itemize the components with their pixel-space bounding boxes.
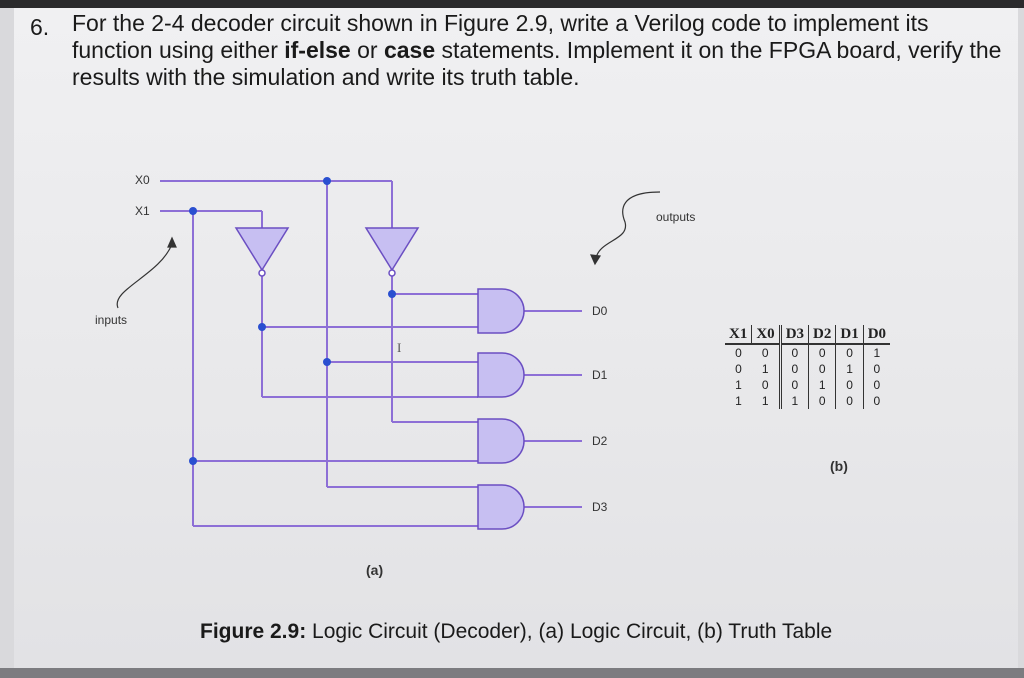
junction [323, 177, 331, 185]
outputs-arrow-head [590, 254, 602, 266]
table-cell: 1 [751, 393, 782, 409]
junction [388, 290, 396, 298]
table-row: 0 0 0 0 0 1 [725, 344, 890, 361]
and-gate-d1 [477, 352, 525, 398]
not-gate-x0 [364, 227, 420, 272]
and-gate-d3 [477, 484, 525, 530]
inputs-arrow-head [167, 236, 177, 248]
table-cell: 0 [751, 377, 782, 393]
cursor-i-beam-icon: I [397, 340, 401, 355]
and-gates [477, 288, 525, 530]
question-number: 6. [30, 14, 50, 40]
table-cell: 0 [735, 362, 742, 376]
top-edge [0, 0, 1024, 8]
keyword-case: case [383, 37, 436, 63]
figure-caption: Figure 2.9: Logic Circuit (Decoder), (a)… [200, 620, 832, 644]
question-text-part1: For the 2-4 decoder circuit shown in Fig… [72, 10, 929, 63]
col-d0: D0 [863, 325, 891, 345]
label-x1: X1 [135, 204, 150, 218]
table-cell: 0 [873, 378, 881, 392]
table-row: 0 1 0 0 1 0 [725, 361, 890, 377]
not-gate-x1 [234, 227, 290, 272]
table-cell: 1 [835, 361, 864, 377]
label-inputs: inputs [95, 313, 128, 327]
not-gates [234, 227, 420, 277]
keyword-if-else: if-else [284, 37, 351, 63]
table-cell: 0 [808, 344, 837, 361]
label-sub-a: (a) [366, 562, 384, 578]
table-cell: 0 [835, 344, 864, 361]
table-cell: 0 [835, 393, 864, 409]
and-gate-d2 [477, 418, 525, 464]
inputs-arrow [116, 243, 173, 309]
not-bubble-x1 [258, 269, 266, 277]
table-cell: 0 [780, 361, 810, 377]
col-d1: D1 [835, 325, 864, 345]
col-x0: X0 [751, 325, 782, 345]
table-row: 1 1 1 0 0 0 [725, 393, 890, 409]
question-text-part2: or [350, 37, 384, 63]
junction [258, 323, 266, 331]
table-cell: 0 [808, 361, 837, 377]
circuit-wires [160, 180, 582, 527]
table-cell: 0 [780, 377, 810, 393]
label-outputs: outputs [656, 210, 696, 224]
table-cell: 0 [873, 394, 881, 408]
label-d0: D0 [592, 304, 608, 318]
table-cell: 1 [735, 394, 742, 408]
caption-text: Logic Circuit (Decoder), (a) Logic Circu… [306, 620, 833, 643]
table-cell: 0 [735, 346, 742, 360]
outputs-arrow [595, 191, 661, 259]
bottom-edge [0, 668, 1024, 678]
junction [323, 358, 331, 366]
label-d2: D2 [592, 434, 608, 448]
table-row: 1 0 0 1 0 0 [725, 377, 890, 393]
table-cell: 0 [751, 344, 782, 361]
col-d3: D3 [780, 325, 810, 345]
label-d3: D3 [592, 500, 608, 514]
table-cell: 1 [808, 377, 837, 393]
junction [189, 457, 197, 465]
truth-table-header: X1 X0 D3 D2 D1 D0 [725, 325, 891, 345]
caption-figure-number: Figure 2.9: [200, 620, 307, 643]
table-cell: 1 [780, 393, 810, 409]
truth-table: X1 X0 D3 D2 D1 D0 0 0 0 0 0 1 0 1 0 0 1 … [725, 325, 891, 409]
wire-junctions [189, 177, 396, 465]
question-text-part3: statements. Implement it on the FPGA boa… [72, 37, 1002, 90]
table-cell: 0 [873, 362, 881, 376]
table-cell: 1 [873, 346, 881, 360]
table-cell: 0 [808, 393, 837, 409]
label-sub-b: (b) [830, 458, 848, 474]
label-x0: X0 [135, 173, 150, 187]
table-cell: 0 [780, 344, 810, 361]
table-cell: 0 [835, 377, 864, 393]
table-cell: 1 [735, 378, 742, 392]
junction [189, 207, 197, 215]
col-x1: X1 [725, 325, 753, 345]
label-d1: D1 [592, 368, 608, 382]
annotation-arrows [116, 191, 661, 309]
and-gate-d0 [477, 288, 525, 334]
question-text: For the 2-4 decoder circuit shown in Fig… [72, 10, 1012, 91]
table-cell: 1 [751, 361, 782, 377]
col-d2: D2 [808, 325, 837, 345]
not-bubble-x0 [388, 269, 396, 277]
